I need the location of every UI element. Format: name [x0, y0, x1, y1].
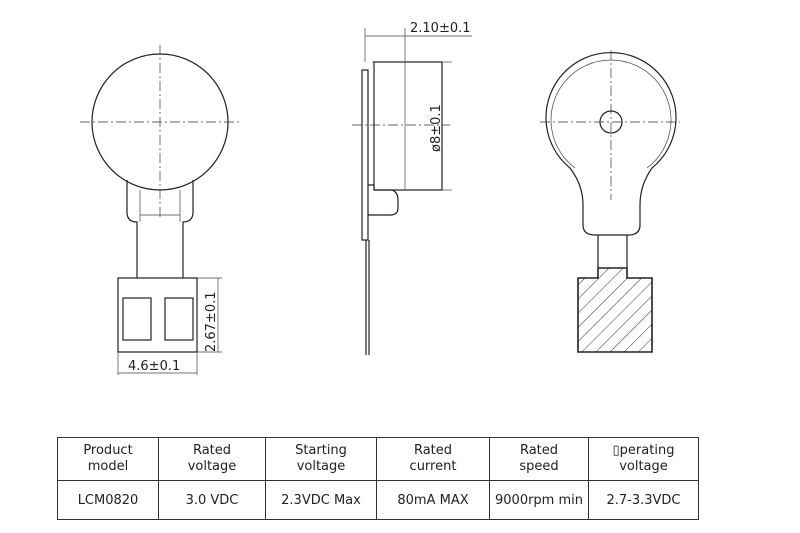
header-line: model — [87, 459, 129, 474]
cell-rated-voltage: 3.0 VDC — [158, 480, 266, 520]
thickness-dimension: 2.10±0.1 — [410, 21, 471, 36]
header-line: Product — [83, 443, 133, 458]
header-line: Rated — [413, 443, 453, 458]
table-row: LCM0820 3.0 VDC 2.3VDC Max 80mA MAX 9000… — [57, 480, 699, 520]
header-line: Starting — [295, 443, 347, 458]
cell-rated-speed: 9000rpm min — [489, 480, 589, 520]
header-line: voltage — [187, 459, 237, 474]
header-line: ▯perating — [612, 443, 675, 458]
front-view: 4.6±0.1 2.67±0.1 — [80, 45, 240, 375]
back-view — [540, 50, 680, 353]
cell-rated-current: 80mA MAX — [376, 480, 490, 520]
header-line: current — [409, 459, 457, 474]
cell-model: LCM0820 — [57, 480, 159, 520]
pad-height-dimension: 2.67±0.1 — [204, 291, 219, 352]
header-line: voltage — [296, 459, 346, 474]
diameter-dimension: ø8±0.1 — [429, 104, 444, 152]
header-line: voltage — [619, 459, 668, 474]
cell-starting-voltage: 2.3VDC Max — [265, 480, 377, 520]
cell-operating-voltage: 2.7-3.3VDC — [588, 480, 699, 520]
pad-width-dimension: 4.6±0.1 — [128, 359, 180, 374]
header-line: Rated — [192, 443, 232, 458]
header-line: Rated — [519, 443, 559, 458]
header-line: speed — [519, 459, 559, 474]
side-view: 2.10±0.1 ø8±0.1 — [352, 21, 472, 355]
